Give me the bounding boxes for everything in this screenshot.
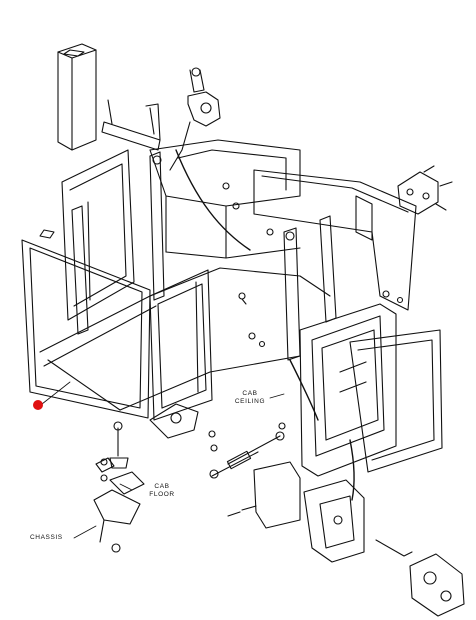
cab-ceiling-label-line1: CAB [242, 390, 258, 397]
cab-left-wall [61, 149, 135, 321]
cab-floor-mount [109, 403, 199, 469]
right-hinge-bracket [397, 165, 453, 215]
cab-ceiling-label: CAB CEILING [230, 390, 270, 406]
hinge-plate [409, 553, 465, 617]
cab-floor-frame [39, 267, 331, 411]
upper-bracket [101, 67, 221, 171]
cab-ceiling-label-line2: CEILING [234, 398, 266, 405]
right-upper-wall [253, 169, 417, 323]
upright-post [57, 43, 97, 151]
cab-rear-wall [149, 139, 301, 259]
gas-strut [209, 431, 285, 479]
chassis-label: CHASSIS [30, 534, 63, 541]
chassis-mount [93, 457, 145, 553]
cab-floor-label-line1: CAB [154, 483, 170, 490]
center-door-panel [149, 269, 213, 421]
front-left-glass [21, 229, 151, 419]
cab-pillars [71, 151, 301, 361]
rear-window-frame [299, 303, 397, 477]
callout-marker [33, 400, 43, 410]
cable-runs [175, 149, 355, 501]
label-leaders [41, 381, 285, 539]
lower-hinge-assembly [227, 461, 413, 563]
rear-glass [349, 329, 443, 473]
cab-floor-label-line2: FLOOR [149, 491, 175, 498]
cab-floor-label: CAB FLOOR [142, 483, 182, 499]
hardware-bolts [100, 182, 404, 482]
